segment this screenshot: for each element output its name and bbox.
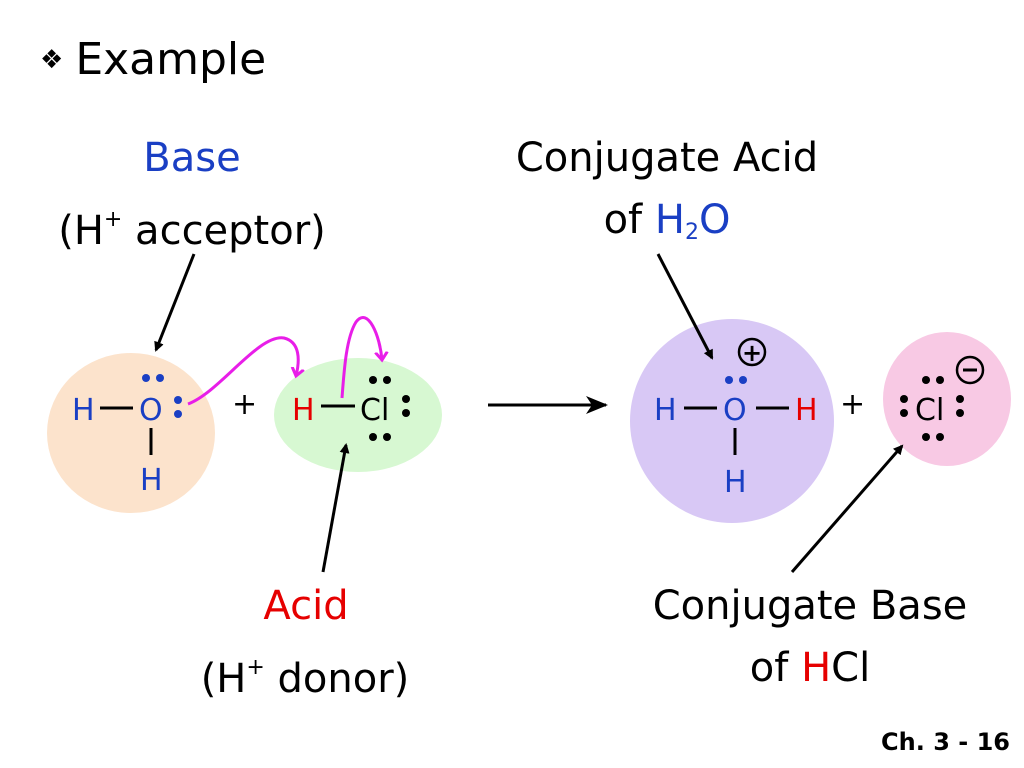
hcl-highlight — [274, 358, 442, 472]
hydronium-o: O — [723, 393, 747, 428]
base-sublabel: (H+ acceptor) — [58, 207, 326, 254]
base-pointer-arrow — [154, 253, 196, 352]
water-highlight — [47, 353, 215, 513]
hcl-h: H — [292, 393, 315, 428]
acid-sublabel: (H+ donor) — [200, 655, 410, 702]
water-h-bottom: H — [140, 463, 163, 498]
hydronium-lone-pair — [725, 376, 747, 384]
acid-label: Acid — [263, 583, 349, 629]
electron-arrow-2 — [340, 316, 382, 399]
chloride-highlight — [883, 332, 1011, 466]
svg-text:+: + — [742, 339, 762, 367]
diamond-bullet-icon: ❖ — [40, 45, 64, 75]
slide-number: Ch. 3 - 16 — [881, 728, 1010, 756]
water-o: O — [139, 393, 163, 428]
water-lone-pair-right — [174, 396, 182, 418]
conj-base-label: Conjugate Base — [652, 583, 968, 629]
plus-sign-1: + — [232, 387, 257, 422]
electron-arrow-1 — [187, 336, 298, 406]
hcl-cl: Cl — [360, 393, 389, 428]
chloride-cl: Cl — [915, 393, 944, 428]
conj-acid-label: Conjugate Acid — [515, 135, 819, 181]
conj-acid-sublabel: of H2O — [603, 197, 731, 245]
hydronium-h-left: H — [654, 393, 677, 428]
negative-charge-icon — [955, 355, 985, 385]
acid-pointer-arrow — [321, 443, 350, 573]
chloride-lone-pairs — [900, 376, 964, 441]
slide-title: ❖ Example — [40, 32, 266, 88]
hydronium-h-right: H — [795, 393, 818, 428]
hydronium-h-bottom: H — [724, 465, 747, 500]
conj-base-pointer-arrow — [790, 444, 904, 573]
title-text: Example — [75, 34, 267, 85]
base-label: Base — [143, 135, 241, 181]
conj-acid-pointer-arrow — [656, 253, 714, 360]
plus-sign-2: + — [840, 387, 865, 422]
hcl-lone-pairs — [369, 376, 410, 441]
water-h-left: H — [72, 393, 95, 428]
positive-charge-icon: + — [737, 337, 767, 367]
conj-base-sublabel: of HCl — [749, 645, 871, 691]
hydronium-highlight — [630, 319, 834, 523]
water-lone-pair-top — [142, 374, 164, 382]
